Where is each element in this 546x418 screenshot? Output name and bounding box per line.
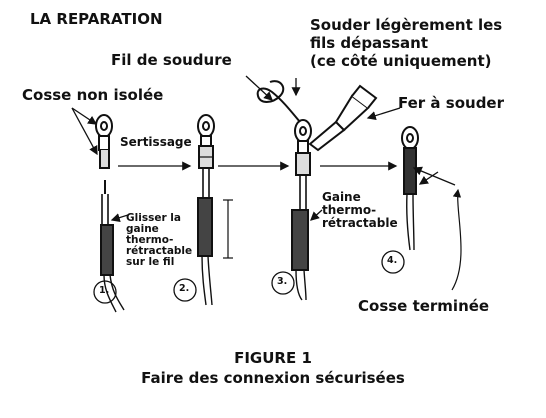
label-sertissage: Sertissage: [120, 135, 192, 149]
step-circles: [93, 250, 405, 304]
label-glisser-line3: thermo-: [126, 234, 174, 246]
step-4-assembly: [401, 126, 419, 251]
page-title: LA REPARATION: [30, 10, 163, 28]
step-2-assembly: [197, 114, 233, 306]
figure-label: FIGURE 1: [234, 349, 312, 367]
heatshrink-1: [100, 224, 114, 276]
heatshrink-2: [197, 197, 213, 257]
label-souder-line1: Souder légèrement les: [310, 16, 503, 34]
solder-wire: [256, 80, 301, 123]
label-fil-soudure: Fil de soudure: [111, 51, 232, 69]
label-glisser-line5: sur le fil: [126, 256, 175, 268]
figure-subtitle: Faire des connexion sécurisées: [141, 369, 405, 387]
heatshrink-3: [291, 209, 309, 271]
step-3-assembly: [256, 80, 378, 301]
label-cosse-terminee: Cosse terminée: [358, 297, 490, 315]
step-1-assembly: [95, 114, 125, 313]
step-number-4: 4.: [387, 255, 398, 266]
lug-neck-1: [98, 135, 110, 151]
label-gaine-line2: thermo-: [322, 203, 377, 217]
label-gaine-line1: Gaine: [322, 190, 361, 204]
label-fer-souder: Fer à souder: [398, 94, 504, 112]
lug-barrel-1: [99, 150, 110, 169]
label-glisser-line2: gaine: [126, 223, 159, 235]
label-souder-line3: (ce côté uniquement): [310, 52, 492, 70]
heatshrink-4: [403, 147, 417, 195]
step-number-1: 1.: [99, 285, 110, 296]
label-gaine-line3: rétractable: [322, 216, 398, 230]
flow-arrows: [71, 75, 456, 223]
label-souder-line2: fils dépassant: [310, 34, 429, 52]
step-number-2: 2.: [179, 283, 190, 294]
step-number-3: 3.: [277, 276, 288, 287]
label-glisser-line1: Glisser la: [126, 212, 181, 224]
label-glisser-line4: rétractable: [126, 245, 193, 257]
label-cosse-non-isolee: Cosse non isolée: [22, 86, 164, 104]
